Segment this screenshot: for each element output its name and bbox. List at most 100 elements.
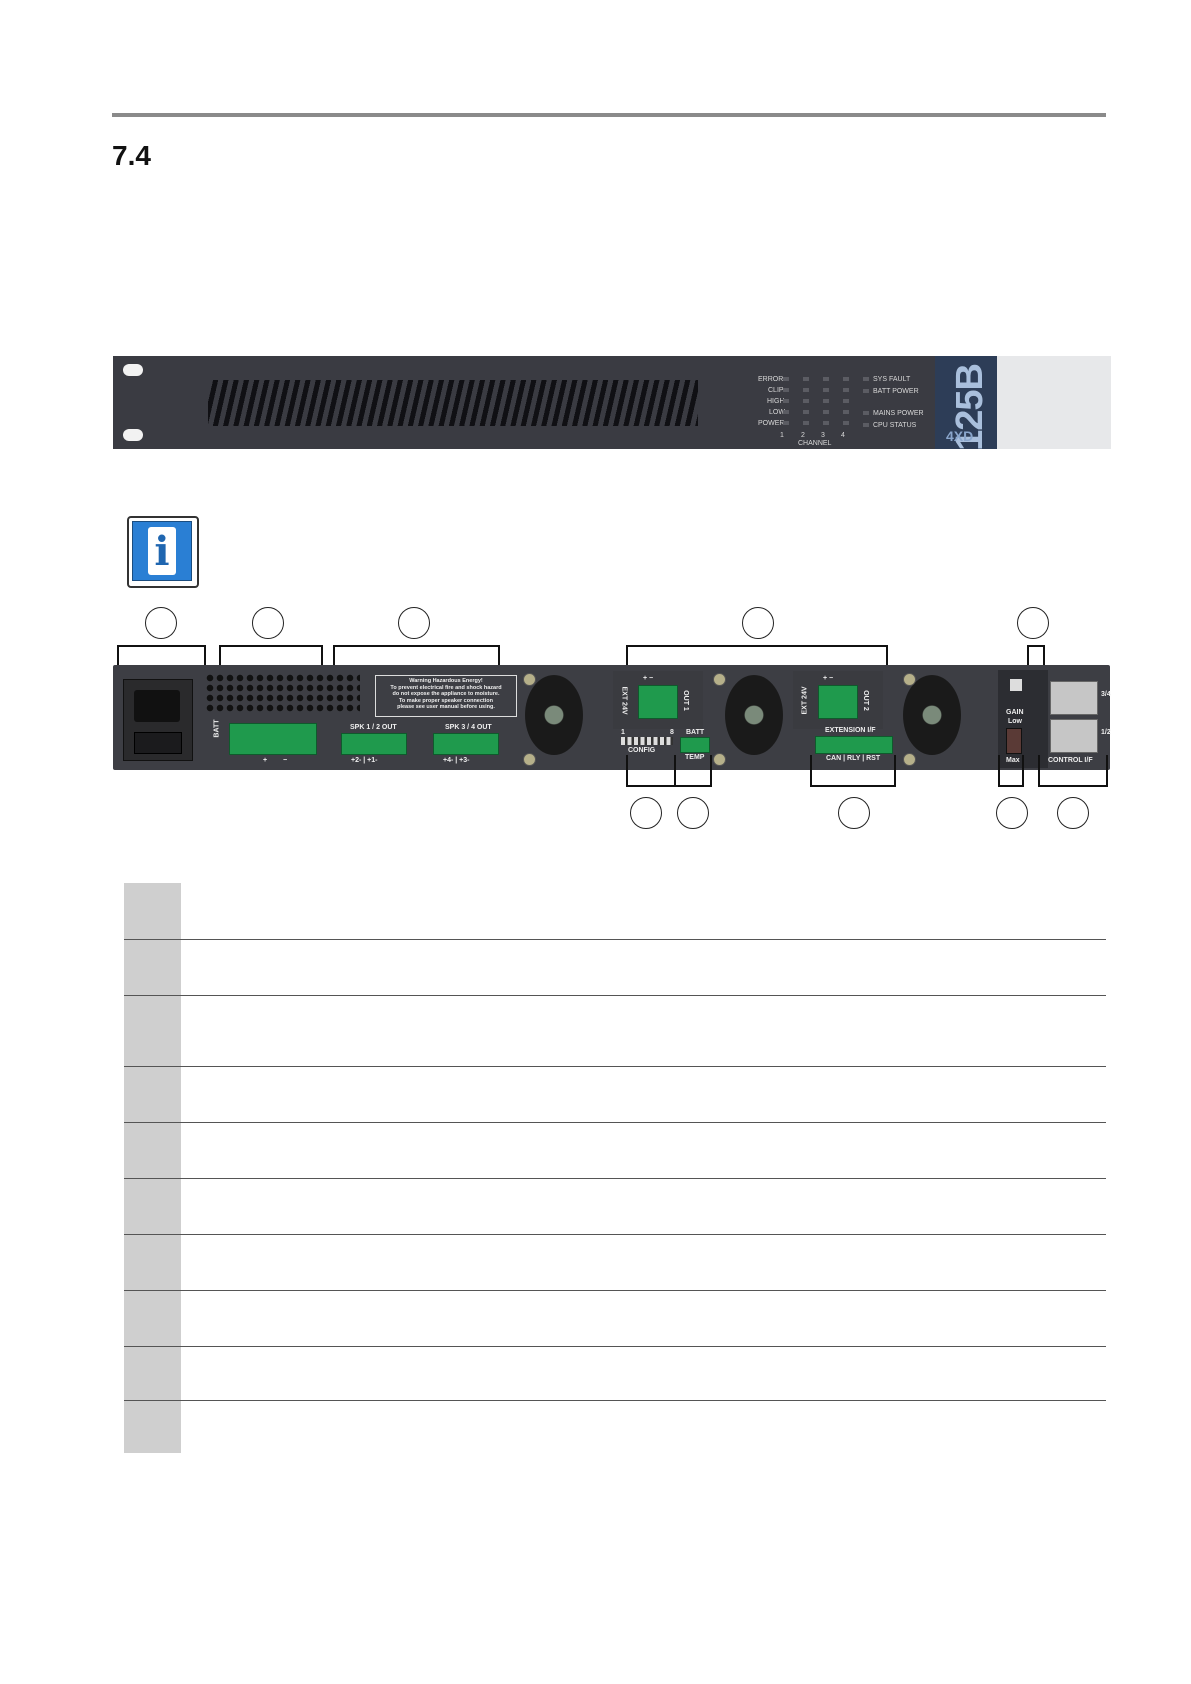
spk34-connector	[433, 733, 499, 755]
callout-circle	[145, 607, 177, 639]
led	[783, 410, 789, 414]
perforation-area	[205, 673, 360, 713]
warning-line: To make proper speaker connection	[398, 697, 494, 704]
led	[803, 410, 809, 414]
gain-led	[1010, 679, 1022, 691]
mains-inlet	[123, 679, 193, 761]
table-row	[124, 1291, 1106, 1347]
cooling-fan	[525, 675, 583, 755]
led	[783, 377, 789, 381]
blank-label-area	[997, 356, 1111, 449]
cooling-fan	[903, 675, 961, 755]
table-row	[124, 1123, 1106, 1179]
led	[803, 377, 809, 381]
vent-grille	[208, 380, 698, 426]
batt-temp-label: BATT	[686, 729, 705, 736]
callout-circle	[630, 797, 662, 829]
led	[843, 377, 849, 381]
info-icon: i	[127, 516, 199, 588]
table-row	[124, 1235, 1106, 1291]
led	[823, 388, 829, 392]
channel-number: 2	[801, 432, 805, 439]
table-row	[124, 1179, 1106, 1235]
config-dip-switch	[621, 737, 673, 745]
channel-number: 3	[821, 432, 825, 439]
top-rule	[112, 113, 1106, 117]
model-badge	[935, 356, 997, 449]
led	[863, 423, 869, 427]
plus-minus: + −	[823, 675, 834, 682]
led	[823, 399, 829, 403]
section-number: 7.4	[112, 140, 151, 171]
callout-circle	[677, 797, 709, 829]
port-12-label: 1/2	[1101, 729, 1111, 736]
rear-panel-image: BATT + − Warning Hazardous Energy! To pr…	[113, 665, 1111, 770]
plus-minus: + −	[643, 675, 654, 682]
led-label: LOW	[769, 409, 785, 416]
table-number-cell	[124, 1347, 181, 1400]
led	[843, 399, 849, 403]
batt-temp-connector	[680, 737, 710, 753]
callout-bracket	[810, 755, 896, 787]
gain-low-label: Low	[1008, 718, 1022, 725]
led-label: HIGH	[767, 398, 785, 405]
extension-if-label: EXTENSION I/F	[825, 727, 876, 734]
screw	[523, 753, 536, 766]
callout-circle	[742, 607, 774, 639]
gain-max-label: Max	[1006, 757, 1020, 764]
warning-label: Warning Hazardous Energy! To prevent ele…	[375, 675, 517, 717]
status-label: SYS FAULT	[873, 376, 911, 383]
callout-bracket	[674, 755, 712, 787]
callout-circle	[1017, 607, 1049, 639]
ext24v-connector-1	[638, 685, 678, 719]
spk34-label: SPK 3 / 4 OUT	[445, 724, 492, 731]
control-if-label: CONTROL I/F	[1048, 757, 1093, 764]
led	[783, 421, 789, 425]
spk34-terms: +4- | +3-	[443, 757, 470, 764]
batt-label: BATT	[213, 719, 221, 738]
led	[863, 389, 869, 393]
mount-hole	[123, 364, 143, 376]
callout-circle	[996, 797, 1028, 829]
batt-minus: −	[283, 757, 288, 764]
channel-number: 4	[841, 432, 845, 439]
led	[823, 410, 829, 414]
led	[823, 377, 829, 381]
led	[803, 399, 809, 403]
config-label: CONFIG	[628, 747, 656, 754]
led-label: ERROR	[758, 376, 784, 383]
table-row	[124, 1067, 1106, 1123]
led	[783, 399, 789, 403]
callout-circle	[398, 607, 430, 639]
table-row	[124, 1401, 1106, 1453]
table-row	[124, 996, 1106, 1067]
warning-line: please see user manual before using.	[397, 704, 495, 710]
config-1: 1	[621, 729, 625, 736]
table-number-cell	[124, 1067, 181, 1122]
gain-switch	[1006, 728, 1022, 754]
table-number-cell	[124, 883, 181, 939]
channel-number: 1	[780, 432, 784, 439]
temp-label: TEMP	[685, 754, 705, 761]
led	[863, 377, 869, 381]
led-label: CLIP	[768, 387, 784, 394]
callout-circle	[252, 607, 284, 639]
config-8: 8	[670, 729, 674, 736]
table-number-cell	[124, 1123, 181, 1178]
rj45-port-34	[1050, 681, 1098, 715]
can-rly-rst-label: CAN | RLY | RST	[826, 755, 881, 762]
ext24v-connector-2	[818, 685, 858, 719]
table-number-cell	[124, 1291, 181, 1346]
mount-hole	[123, 429, 143, 441]
batt-plus: +	[263, 757, 268, 764]
channel-label: CHANNEL	[798, 440, 832, 447]
model-sub: 4XD	[946, 428, 974, 444]
callout-bracket	[626, 755, 676, 787]
status-label: BATT POWER	[873, 388, 919, 395]
spk12-terms: +2- | +1-	[351, 757, 378, 764]
table-number-cell	[124, 996, 181, 1066]
led	[843, 421, 849, 425]
table-number-cell	[124, 1235, 181, 1290]
callout-bracket	[1027, 645, 1045, 677]
screw	[903, 753, 916, 766]
